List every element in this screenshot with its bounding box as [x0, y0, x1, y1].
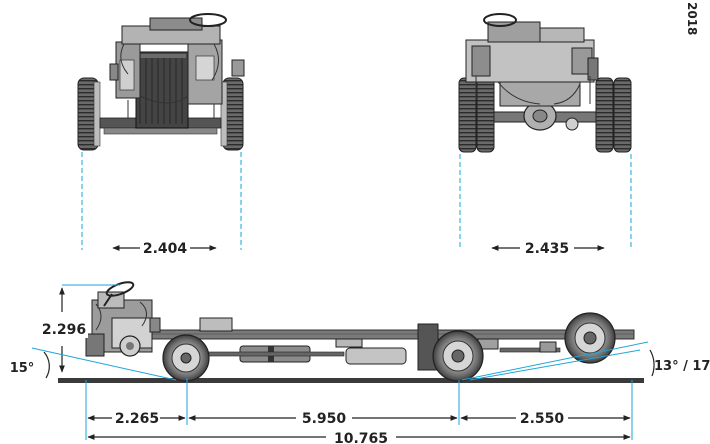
rear-track-guides — [459, 154, 632, 250]
front-cockpit — [85, 281, 161, 357]
rear-right-dual-tires — [595, 77, 632, 153]
side-guides — [62, 284, 633, 440]
overall-length-dimension: 10.765 — [87, 431, 631, 444]
departure-angle: 13° / 17° — [461, 341, 710, 381]
overall-length-label: 10.765 — [334, 431, 388, 444]
front-track-label: 2.404 — [143, 241, 188, 257]
rear-track-label: 2.435 — [525, 241, 569, 257]
front-overhang-dimension: 2.265 — [87, 411, 186, 427]
rear-view — [458, 13, 632, 153]
wheelbase-dimension: 5.950 — [188, 411, 458, 427]
rear-overhang-dimension: 2.550 — [460, 411, 631, 427]
side-spare-wheel — [564, 312, 616, 364]
rear-overhang-label: 2.550 — [520, 411, 565, 427]
front-view — [77, 13, 245, 151]
approach-angle: 15° — [10, 347, 177, 381]
front-right-tire — [220, 77, 244, 151]
side-front-wheel — [162, 334, 210, 382]
front-left-tire — [77, 77, 101, 151]
height-dimension: 2.296 — [38, 287, 88, 373]
front-track-dimension: 2.404 — [112, 241, 217, 257]
approach-angle-label: 15° — [10, 361, 35, 376]
height-label: 2.296 — [42, 322, 86, 338]
front-radiator — [135, 51, 189, 129]
ground-line — [58, 378, 644, 383]
wheelbase-label: 5.950 — [302, 411, 347, 427]
front-overhang-label: 2.265 — [115, 411, 159, 427]
year-label: 2018 — [685, 2, 699, 35]
departure-angle-label: 13° / 17° — [654, 359, 710, 374]
side-rear-wheel — [432, 330, 484, 382]
side-view — [58, 281, 644, 383]
front-track-guides — [81, 152, 242, 250]
rear-track-dimension: 2.435 — [491, 241, 605, 257]
